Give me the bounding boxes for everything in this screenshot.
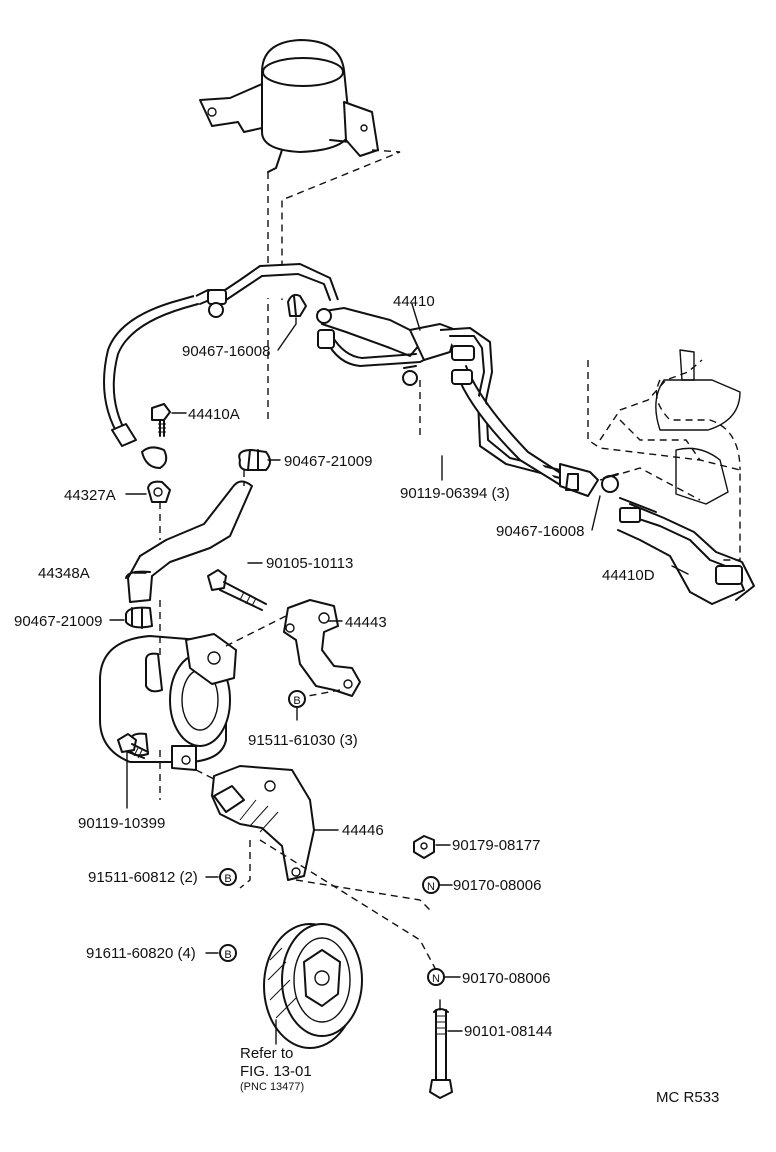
clamp-90467-16008-upper: [287, 293, 307, 317]
leader-lines: [109, 303, 689, 1032]
clamp-90467-21009-lower: [125, 606, 153, 629]
pressure-tube-44410D: [601, 473, 755, 605]
label-90467-21009-lower: 90467-21009: [14, 613, 102, 630]
bracket-44446: [211, 765, 437, 971]
reference-note: Refer to FIG. 13-01 (PNC 13477): [240, 1019, 312, 1093]
label-90101-08144: 90101-08144: [464, 1023, 552, 1040]
label-90170-08006-upper: 90170-08006: [453, 877, 541, 894]
svg-text:B: B: [224, 949, 231, 961]
label-44410A: 44410A: [188, 406, 240, 423]
marker-n-90170-08006-b: N: [427, 968, 445, 986]
label-44410: 44410: [393, 293, 435, 310]
label-90467-16008-lower: 90467-16008: [496, 523, 584, 540]
label-90170-08006-lower: 90170-08006: [462, 970, 550, 987]
reservoir-tank: [199, 39, 401, 420]
stud-bolt-90101-08144: [429, 1008, 453, 1099]
label-44410D: 44410D: [602, 567, 655, 584]
label-90119-06394: 90119-06394 (3): [400, 485, 510, 502]
label-91511-61030: 91511-61030 (3): [248, 732, 358, 749]
suction-hose-44348A: [125, 449, 271, 603]
marker-b-91511-61030: B: [288, 690, 306, 708]
label-90105-10113: 90105-10113: [266, 555, 353, 572]
label-91511-60812: 91511-60812 (2): [88, 869, 198, 886]
svg-text:N: N: [427, 881, 435, 893]
hose-assembly-44410: [103, 263, 599, 497]
bolt-90105-10113: [207, 569, 267, 611]
marker-b-91511-60812: B: [219, 868, 237, 886]
refer-line-1: Refer to: [240, 1045, 293, 1062]
part-labels: 44410 90467-16008 44410A 90467-21009 443…: [14, 293, 655, 1040]
svg-text:B: B: [224, 873, 231, 885]
label-90119-10399: 90119-10399: [78, 815, 165, 832]
label-90467-21009-upper: 90467-21009: [284, 453, 372, 470]
bolt-90119-10399: [117, 733, 149, 759]
label-44348A: 44348A: [38, 565, 90, 582]
marker-n-90170-08006-a: N: [422, 876, 440, 894]
marker-b-91611-60820: B: [219, 944, 237, 962]
nut-90179-08177: [413, 835, 435, 859]
label-44446: 44446: [342, 822, 384, 839]
diagram-code: MC R533: [656, 1089, 719, 1106]
refer-line-2: FIG. 13-01: [240, 1063, 312, 1080]
steering-gear: [587, 349, 741, 561]
label-44327A: 44327A: [64, 487, 116, 504]
label-90179-08177: 90179-08177: [452, 837, 540, 854]
refer-line-3: (PNC 13477): [240, 1081, 304, 1093]
label-90467-16008-upper: 90467-16008: [182, 343, 270, 360]
clamp-44327A: [147, 480, 171, 540]
bolt-44410A: [151, 403, 171, 437]
label-44443: 44443: [345, 614, 387, 631]
svg-text:B: B: [293, 695, 300, 707]
svg-text:N: N: [432, 973, 440, 985]
pulley: [263, 923, 363, 1049]
label-91611-60820: 91611-60820 (4): [86, 945, 196, 962]
